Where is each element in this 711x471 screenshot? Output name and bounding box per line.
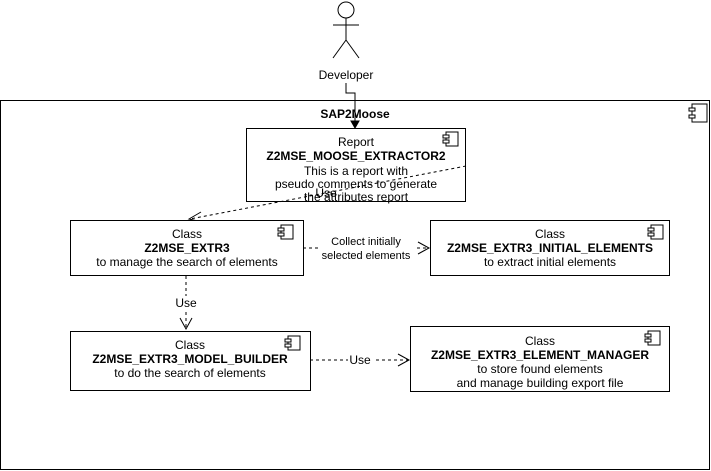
actor-head-icon bbox=[337, 1, 355, 19]
extr3-stereotype: Class bbox=[172, 227, 202, 241]
edge-extr3-to-initial: Collect initially selected elements bbox=[303, 234, 431, 262]
extr3-name: Z2MSE_EXTR3 bbox=[144, 241, 230, 255]
component-icon bbox=[688, 103, 708, 123]
edge-label-use: Use bbox=[349, 353, 371, 367]
actor-label: Developer bbox=[319, 68, 374, 82]
initial-name: Z2MSE_EXTR3_INITIAL_ELEMENTS bbox=[447, 241, 653, 255]
component-icon bbox=[442, 131, 459, 147]
report-stereotype: Report bbox=[338, 135, 375, 149]
component-initial-elements: Class Z2MSE_EXTR3_INITIAL_ELEMENTS to ex… bbox=[430, 220, 670, 276]
manager-name: Z2MSE_EXTR3_ELEMENT_MANAGER bbox=[431, 348, 649, 362]
manager-stereotype: Class bbox=[525, 334, 555, 348]
report-desc-line3: the attributes report bbox=[304, 190, 409, 204]
component-report: Report Z2MSE_MOOSE_EXTRACTOR2 This is a … bbox=[246, 128, 466, 204]
builder-name: Z2MSE_EXTR3_MODEL_BUILDER bbox=[92, 352, 288, 366]
report-desc-line1: This is a report with bbox=[304, 164, 408, 178]
component-icon bbox=[284, 335, 301, 351]
manager-desc-line1: to store found elements bbox=[477, 362, 602, 376]
report-name: Z2MSE_MOOSE_EXTRACTOR2 bbox=[266, 149, 445, 163]
edge-label-use: Use bbox=[315, 186, 337, 200]
report-desc-line2: pseudo comments to generate bbox=[275, 177, 437, 191]
initial-desc: to extract initial elements bbox=[484, 255, 616, 269]
extr3-desc: to manage the search of elements bbox=[96, 255, 277, 269]
component-icon bbox=[644, 330, 661, 346]
component-extr3: Class Z2MSE_EXTR3 to manage the search o… bbox=[70, 220, 304, 276]
builder-stereotype: Class bbox=[175, 338, 205, 352]
edge-extr3-to-builder: Use bbox=[174, 276, 198, 331]
builder-desc: to do the search of elements bbox=[114, 366, 265, 380]
edge-builder-to-manager: Use bbox=[310, 353, 411, 367]
component-icon bbox=[647, 224, 664, 240]
initial-stereotype: Class bbox=[535, 227, 565, 241]
manager-desc-line2: and manage building export file bbox=[457, 376, 624, 390]
edge-actor-to-report bbox=[345, 83, 360, 130]
component-element-manager: Class Z2MSE_EXTR3_ELEMENT_MANAGER to sto… bbox=[410, 326, 670, 392]
edge-label-collect-line2: selected elements bbox=[322, 250, 411, 262]
component-icon bbox=[277, 224, 294, 240]
edge-label-use: Use bbox=[175, 296, 197, 310]
edge-label-collect-line1: Collect initially bbox=[331, 236, 401, 248]
component-model-builder: Class Z2MSE_EXTR3_MODEL_BUILDER to do th… bbox=[70, 331, 311, 391]
actor-developer bbox=[332, 1, 360, 59]
